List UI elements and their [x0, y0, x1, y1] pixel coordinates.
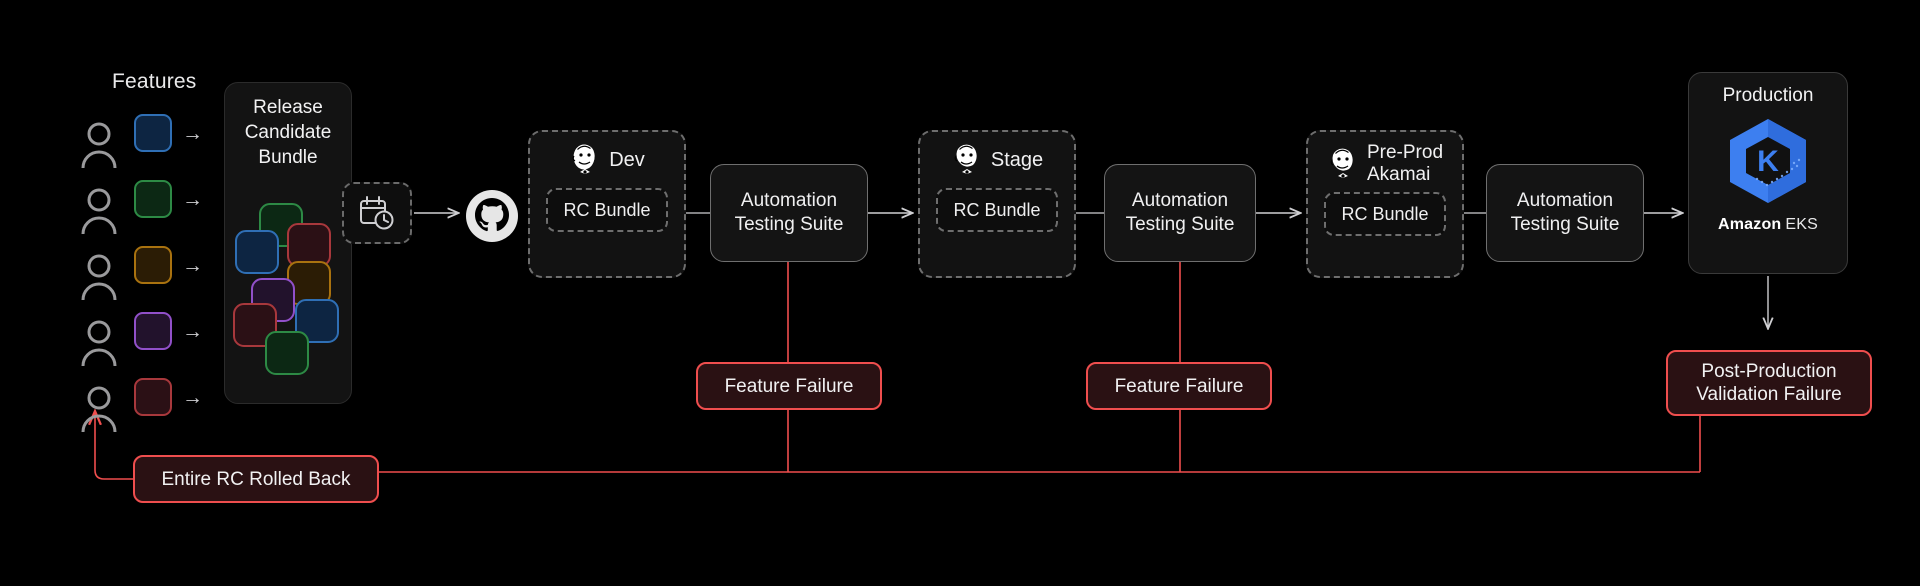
bundled-chip-red	[287, 223, 331, 267]
eks-brand-amazon: Amazon	[1717, 216, 1782, 233]
feature-arrow-icon: →	[182, 188, 203, 211]
feature-arrow-icon: →	[182, 254, 203, 277]
release-candidate-bundle-panel[interactable]: Release Candidate Bundle	[224, 82, 352, 404]
production-title: Production	[1722, 85, 1814, 106]
svg-text:K: K	[1757, 145, 1779, 178]
stage-feature-failure[interactable]: Feature Failure	[1086, 362, 1272, 410]
stage-rc-bundle[interactable]: RC Bundle	[936, 188, 1058, 232]
environment-stage-header: Stage	[920, 142, 1074, 178]
amazon-eks-icon: K	[1720, 113, 1816, 214]
release-scheduler[interactable]	[342, 182, 412, 244]
feature-arrow-icon: →	[182, 320, 203, 343]
preprod-rc-bundle[interactable]: RC Bundle	[1324, 192, 1446, 236]
environment-preprod[interactable]: Pre-Prod Akamai RC Bundle	[1306, 130, 1464, 278]
environment-preprod-header: Pre-Prod Akamai	[1308, 142, 1462, 186]
calendar-clock-icon	[360, 196, 394, 230]
user-icon	[78, 318, 120, 368]
feature-chip-red[interactable]	[134, 378, 172, 416]
eks-brand-eks: EKS	[1785, 216, 1819, 233]
environment-dev[interactable]: Dev RC Bundle	[528, 130, 686, 278]
release-bundle-title: Release Candidate Bundle	[244, 97, 332, 168]
github-repository[interactable]	[466, 190, 518, 242]
environment-stage-name: Stage	[990, 148, 1044, 171]
feature-chip-blue[interactable]	[134, 114, 172, 152]
user-icon	[78, 120, 120, 170]
feature-chip-orange[interactable]	[134, 246, 172, 284]
jenkins-icon	[1330, 148, 1353, 178]
automation-testing-suite-3[interactable]: Automation Testing Suite	[1486, 164, 1644, 262]
user-icon	[78, 384, 120, 434]
post-production-validation-failure[interactable]: Post-Production Validation Failure	[1666, 350, 1872, 416]
automation-testing-suite-1[interactable]: Automation Testing Suite	[710, 164, 868, 262]
bundled-chip-blue	[235, 230, 279, 274]
environment-dev-header: Dev	[530, 142, 684, 178]
automation-testing-suite-2[interactable]: Automation Testing Suite	[1104, 164, 1256, 262]
entire-rc-rolled-back[interactable]: Entire RC Rolled Back	[133, 455, 379, 503]
user-icon	[78, 186, 120, 236]
dev-feature-failure[interactable]: Feature Failure	[696, 362, 882, 410]
feature-chip-purple[interactable]	[134, 312, 172, 350]
feature-arrow-icon: →	[182, 122, 203, 145]
feature-arrow-icon: →	[182, 386, 203, 409]
features-label: Features	[112, 70, 197, 93]
github-icon	[466, 190, 518, 242]
feature-chip-green[interactable]	[134, 180, 172, 218]
dev-rc-bundle[interactable]: RC Bundle	[546, 188, 668, 232]
environment-dev-name: Dev	[609, 148, 645, 171]
environment-preprod-name: Pre-Prod Akamai	[1366, 142, 1444, 185]
user-icon	[78, 252, 120, 302]
bundled-chip-green	[265, 331, 309, 375]
environment-stage[interactable]: Stage RC Bundle	[918, 130, 1076, 278]
jenkins-icon	[572, 144, 595, 174]
bundled-feature-cluster	[225, 203, 353, 403]
jenkins-icon	[954, 144, 977, 174]
